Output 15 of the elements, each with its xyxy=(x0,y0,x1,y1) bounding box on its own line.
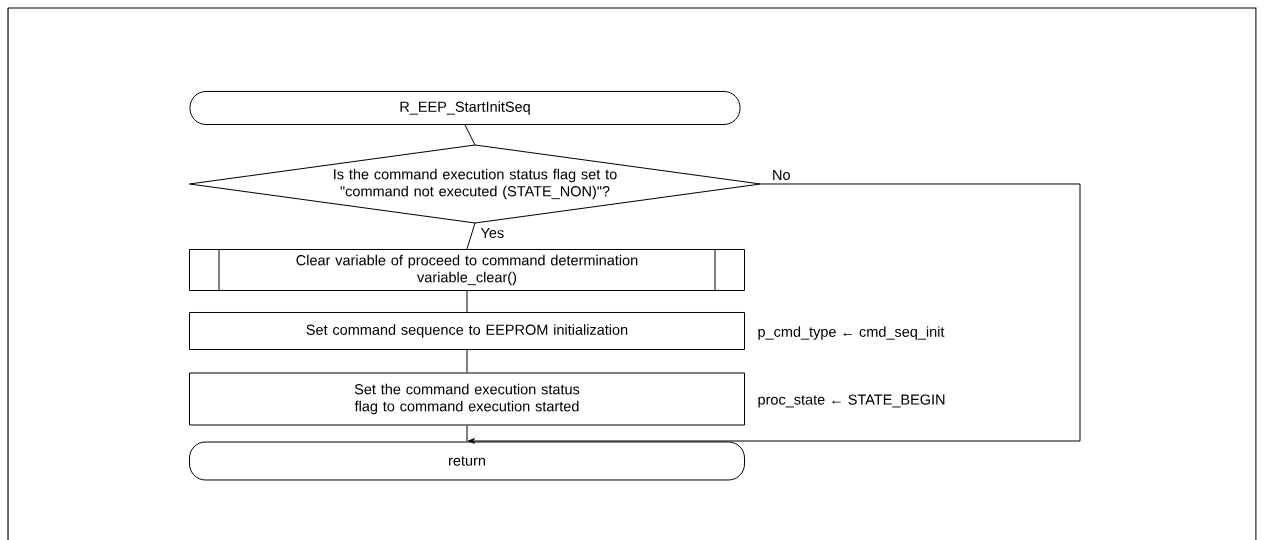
arrow xyxy=(467,183,1081,444)
annotation-text: proc_state ← STATE_BEGIN xyxy=(758,394,945,408)
terminal-box: return xyxy=(189,441,745,481)
connector-line xyxy=(466,290,468,313)
connector-line xyxy=(464,124,476,146)
connector-line xyxy=(466,425,468,442)
connector-line xyxy=(466,222,476,250)
edge-label: Yes xyxy=(479,226,506,240)
edge-label: No xyxy=(771,168,792,182)
subroutine-box: Clear variable of proceed to command determination variable_clear() xyxy=(189,248,745,292)
annotation-text: p_cmd_type ← cmd_seq_init xyxy=(758,326,945,340)
connector-line xyxy=(466,349,468,373)
terminal-box: R_EEP_StartInitSeq xyxy=(189,91,741,125)
process-box: Set command sequence to EEPROM initialization xyxy=(189,312,745,350)
process-box: Set the command execution status flag to command execution started xyxy=(189,372,745,426)
